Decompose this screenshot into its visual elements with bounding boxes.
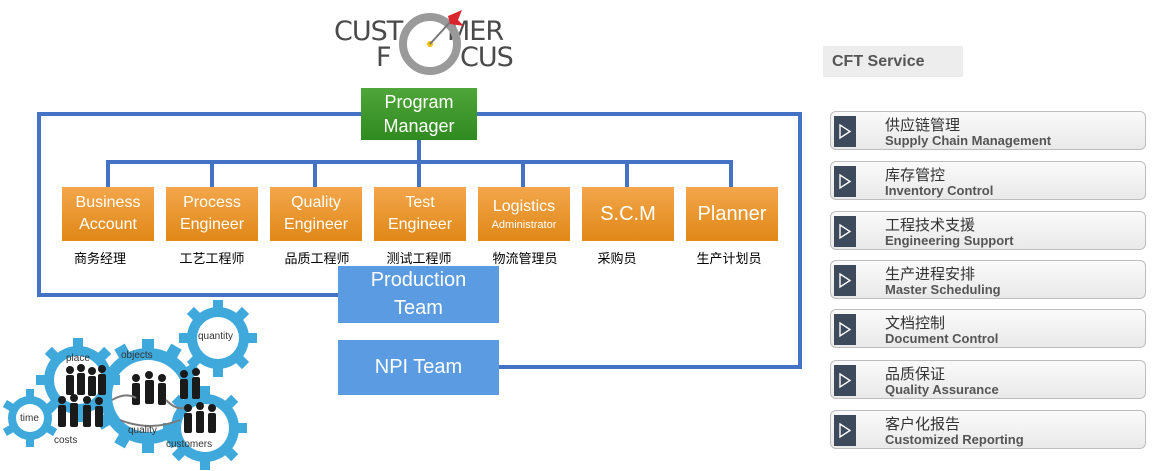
production-team-line2: Team xyxy=(394,297,443,319)
program-manager-box: Program Manager xyxy=(361,88,477,140)
service-cn-label: 品质保证 xyxy=(885,365,946,383)
production-team-box: Production Team xyxy=(338,266,499,323)
role-cn-label: 商务经理 xyxy=(73,251,126,266)
service-cn-label: 库存管控 xyxy=(885,166,946,184)
gear-quantity-icon xyxy=(179,300,257,377)
gear-time-icon xyxy=(2,389,58,447)
program-manager-line2: Manager xyxy=(383,116,455,136)
service-quality-assurance: 品质保证 Quality Assurance xyxy=(830,360,1146,399)
service-master-scheduling: 生产进程安排 Master Scheduling xyxy=(830,260,1146,299)
service-supply-chain-management: 供应链管理 Supply Chain Management xyxy=(830,111,1146,150)
cft-service-header: CFT Service xyxy=(823,46,963,77)
service-inventory-control: 库存管控 Inventory Control xyxy=(830,161,1146,200)
service-cn-label: 工程技术支援 xyxy=(885,216,976,234)
service-en-label: Engineering Support xyxy=(885,233,1014,248)
role-quality-engineer: Quality Engineer xyxy=(270,187,362,241)
role-cn-label: 品质工程师 xyxy=(284,251,350,266)
role-title-line2: Administrator xyxy=(491,219,557,231)
service-en-label: Document Control xyxy=(885,331,999,346)
service-marker-icon xyxy=(834,415,856,446)
service-en-label: Customized Reporting xyxy=(885,432,1024,447)
service-en-label: Quality Assurance xyxy=(885,382,999,397)
business-people-icon xyxy=(58,364,216,433)
role-cn-label: 物流管理员 xyxy=(492,251,558,266)
role-title-line1: Process xyxy=(183,194,241,211)
service-engineering-support: 工程技术支援 Engineering Support xyxy=(830,211,1146,250)
role-scm: S.C.M xyxy=(582,187,674,241)
role-cn-label: 测试工程师 xyxy=(386,251,452,266)
service-cn-label: 文档控制 xyxy=(885,314,946,332)
gear-label-customers: customers xyxy=(166,439,212,450)
service-en-label: Master Scheduling xyxy=(885,282,1001,297)
gear-label-costs: costs xyxy=(54,435,77,446)
logo-text-f: F xyxy=(376,42,392,73)
customer-focus-logo: CUST MER F CUS xyxy=(330,4,520,76)
role-title-line1: Test xyxy=(405,194,435,211)
service-cn-label: 客户化报告 xyxy=(885,415,961,433)
role-title-line1: Logistics xyxy=(492,198,556,215)
role-title-line1: Planner xyxy=(697,203,767,225)
service-marker-icon xyxy=(834,265,856,296)
npi-team-box: NPI Team xyxy=(338,340,499,395)
service-cn-label: 生产进程安排 xyxy=(885,265,976,283)
business-gears-illustration: place objects quantity time costs qualit… xyxy=(2,300,257,470)
service-en-label: Supply Chain Management xyxy=(885,133,1052,148)
role-cn-label: 工艺工程师 xyxy=(179,251,245,266)
service-cn-label: 供应链管理 xyxy=(885,116,961,134)
role-process-engineer: Process Engineer xyxy=(166,187,258,241)
service-marker-icon xyxy=(834,166,856,197)
role-title-line2: Engineer xyxy=(179,216,245,233)
role-test-engineer: Test Engineer xyxy=(374,187,466,241)
role-title-line2: Engineer xyxy=(387,216,453,233)
role-cn-label: 采购员 xyxy=(597,251,637,266)
service-marker-icon xyxy=(834,116,856,147)
role-title-line2: Engineer xyxy=(283,216,349,233)
arrows-icon xyxy=(111,394,185,427)
gear-label-objects: objects xyxy=(121,350,153,361)
gear-label-place: place xyxy=(66,353,90,364)
service-marker-icon xyxy=(834,216,856,247)
role-planner: Planner xyxy=(686,187,778,241)
role-title-line1: Quality xyxy=(291,194,341,211)
role-title-line1: Business xyxy=(75,194,141,211)
role-title-line1: S.C.M xyxy=(600,203,656,225)
gear-label-time: time xyxy=(20,413,39,424)
logo-text-cust: CUST xyxy=(334,16,403,47)
logo-text-cus: CUS xyxy=(460,42,514,73)
service-document-control: 文档控制 Document Control xyxy=(830,309,1146,348)
role-logistics-administrator: Logistics Administrator xyxy=(478,187,570,241)
role-business-account: Business Account xyxy=(62,187,154,241)
gear-label-quality: quality xyxy=(128,425,157,436)
gear-label-quantity: quantity xyxy=(198,331,233,342)
gear-customers-icon xyxy=(163,386,247,470)
dartboard-icon xyxy=(399,10,464,75)
production-team-line1: Production xyxy=(370,269,467,291)
service-marker-icon xyxy=(834,365,856,396)
role-title-line2: Account xyxy=(79,216,137,233)
service-en-label: Inventory Control xyxy=(885,183,994,198)
service-marker-icon xyxy=(834,314,856,345)
service-customized-reporting: 客户化报告 Customized Reporting xyxy=(830,410,1146,449)
role-cn-label: 生产计划员 xyxy=(696,251,762,266)
program-manager-line1: Program xyxy=(384,92,454,112)
